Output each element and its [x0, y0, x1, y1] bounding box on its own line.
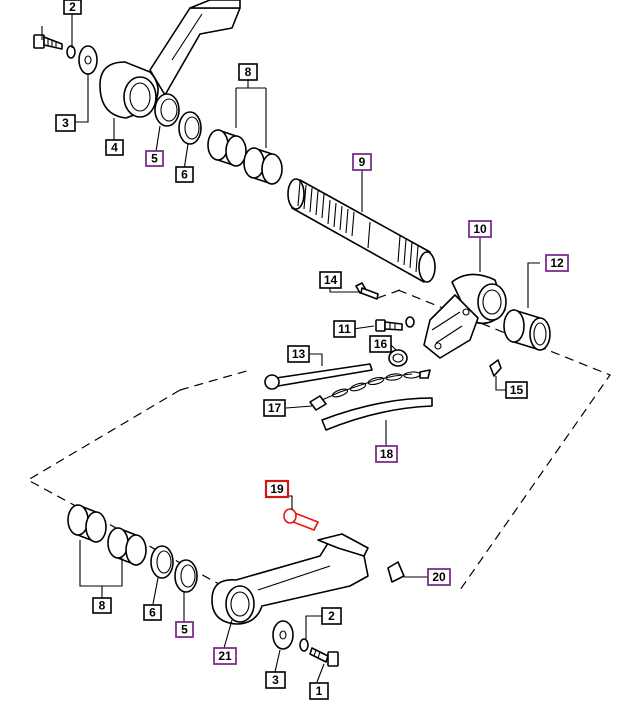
svg-text:19: 19	[270, 482, 284, 496]
callout-13: 13	[287, 345, 310, 363]
svg-text:2: 2	[69, 0, 76, 14]
callout-15: 15	[505, 381, 528, 399]
rubber-sleeve-18	[321, 397, 433, 431]
lock-washer-bottom	[299, 638, 309, 652]
svg-text:1: 1	[316, 684, 323, 698]
seal-ring-6-bottom	[150, 545, 174, 579]
seal-ring-5-bottom	[174, 559, 198, 593]
hex-bolt-top	[33, 34, 63, 50]
bushing-12	[503, 309, 551, 351]
callout-3-bottom: 3	[265, 671, 286, 689]
clevis-pin-19	[283, 508, 320, 532]
callout-16: 16	[369, 335, 392, 353]
upper-lift-arm	[99, 0, 241, 119]
callout-9: 9	[352, 153, 372, 171]
bushing-8-top-b	[243, 147, 283, 185]
callout-11: 11	[333, 320, 356, 338]
check-chain-17	[309, 369, 431, 411]
seal-ring-6-top	[178, 111, 202, 145]
bolt-11	[375, 319, 403, 332]
svg-text:20: 20	[432, 570, 446, 584]
callout-8-top: 8	[238, 63, 258, 81]
bushing-8-bottom-b	[107, 527, 147, 566]
callout-6-bottom: 6	[143, 604, 162, 621]
callout-8-bottom: 8	[92, 597, 112, 614]
bolt-14	[355, 282, 379, 300]
callout-5-bottom: 5	[175, 621, 194, 638]
svg-text:15: 15	[510, 383, 524, 397]
svg-text:14: 14	[324, 273, 338, 287]
svg-text:17: 17	[268, 401, 282, 415]
callout-19: 19	[264, 479, 290, 499]
callout-20: 20	[427, 568, 451, 586]
svg-text:4: 4	[111, 141, 118, 155]
callout-1: 1	[309, 682, 329, 700]
svg-text:5: 5	[181, 623, 188, 637]
lift-lever-bracket	[423, 273, 507, 359]
callout-14: 14	[319, 271, 342, 289]
svg-text:12: 12	[550, 256, 564, 270]
svg-text:8: 8	[245, 65, 252, 79]
svg-text:13: 13	[292, 347, 306, 361]
svg-text:3: 3	[62, 116, 69, 130]
callout-4: 4	[105, 139, 124, 156]
svg-text:11: 11	[338, 322, 351, 336]
svg-text:2: 2	[328, 609, 335, 623]
callout-3-top: 3	[55, 114, 76, 132]
flat-washer-bottom	[272, 620, 294, 650]
callout-5-top: 5	[145, 150, 164, 167]
hex-bolt-bottom	[309, 647, 339, 667]
bushing-8-bottom-a	[67, 504, 107, 543]
svg-text:6: 6	[149, 606, 156, 620]
svg-text:6: 6	[181, 168, 188, 182]
callout-6-top: 6	[175, 166, 194, 183]
bushing-8-top-a	[207, 129, 247, 167]
svg-text:16: 16	[374, 337, 388, 351]
callout-12: 12	[545, 254, 569, 272]
flat-washer-top	[78, 45, 98, 75]
seal-ring-5-top	[154, 93, 180, 127]
svg-text:21: 21	[218, 649, 232, 663]
assembly-boundary-dashed	[26, 289, 611, 591]
svg-text:8: 8	[99, 599, 106, 613]
lock-washer-top	[66, 45, 76, 59]
svg-text:3: 3	[272, 673, 279, 687]
callout-10: 10	[468, 220, 492, 238]
svg-text:10: 10	[473, 222, 487, 236]
lower-lift-arm	[211, 533, 369, 625]
callout-17: 17	[263, 399, 286, 417]
spacer-16	[388, 349, 408, 367]
leader-lines	[41, 14, 540, 683]
retaining-clip-15	[489, 359, 502, 377]
callout-21: 21	[213, 647, 237, 665]
callout-2-top: 2	[63, 0, 82, 15]
svg-text:5: 5	[151, 152, 158, 166]
check-link-rod-13	[264, 363, 373, 390]
callout-18: 18	[375, 445, 398, 463]
nut-11	[405, 316, 415, 328]
retaining-clip-20	[387, 561, 405, 583]
splined-cross-shaft	[287, 178, 436, 283]
svg-text:9: 9	[359, 155, 366, 169]
svg-text:18: 18	[380, 447, 394, 461]
callout-2-bottom: 2	[321, 607, 342, 625]
